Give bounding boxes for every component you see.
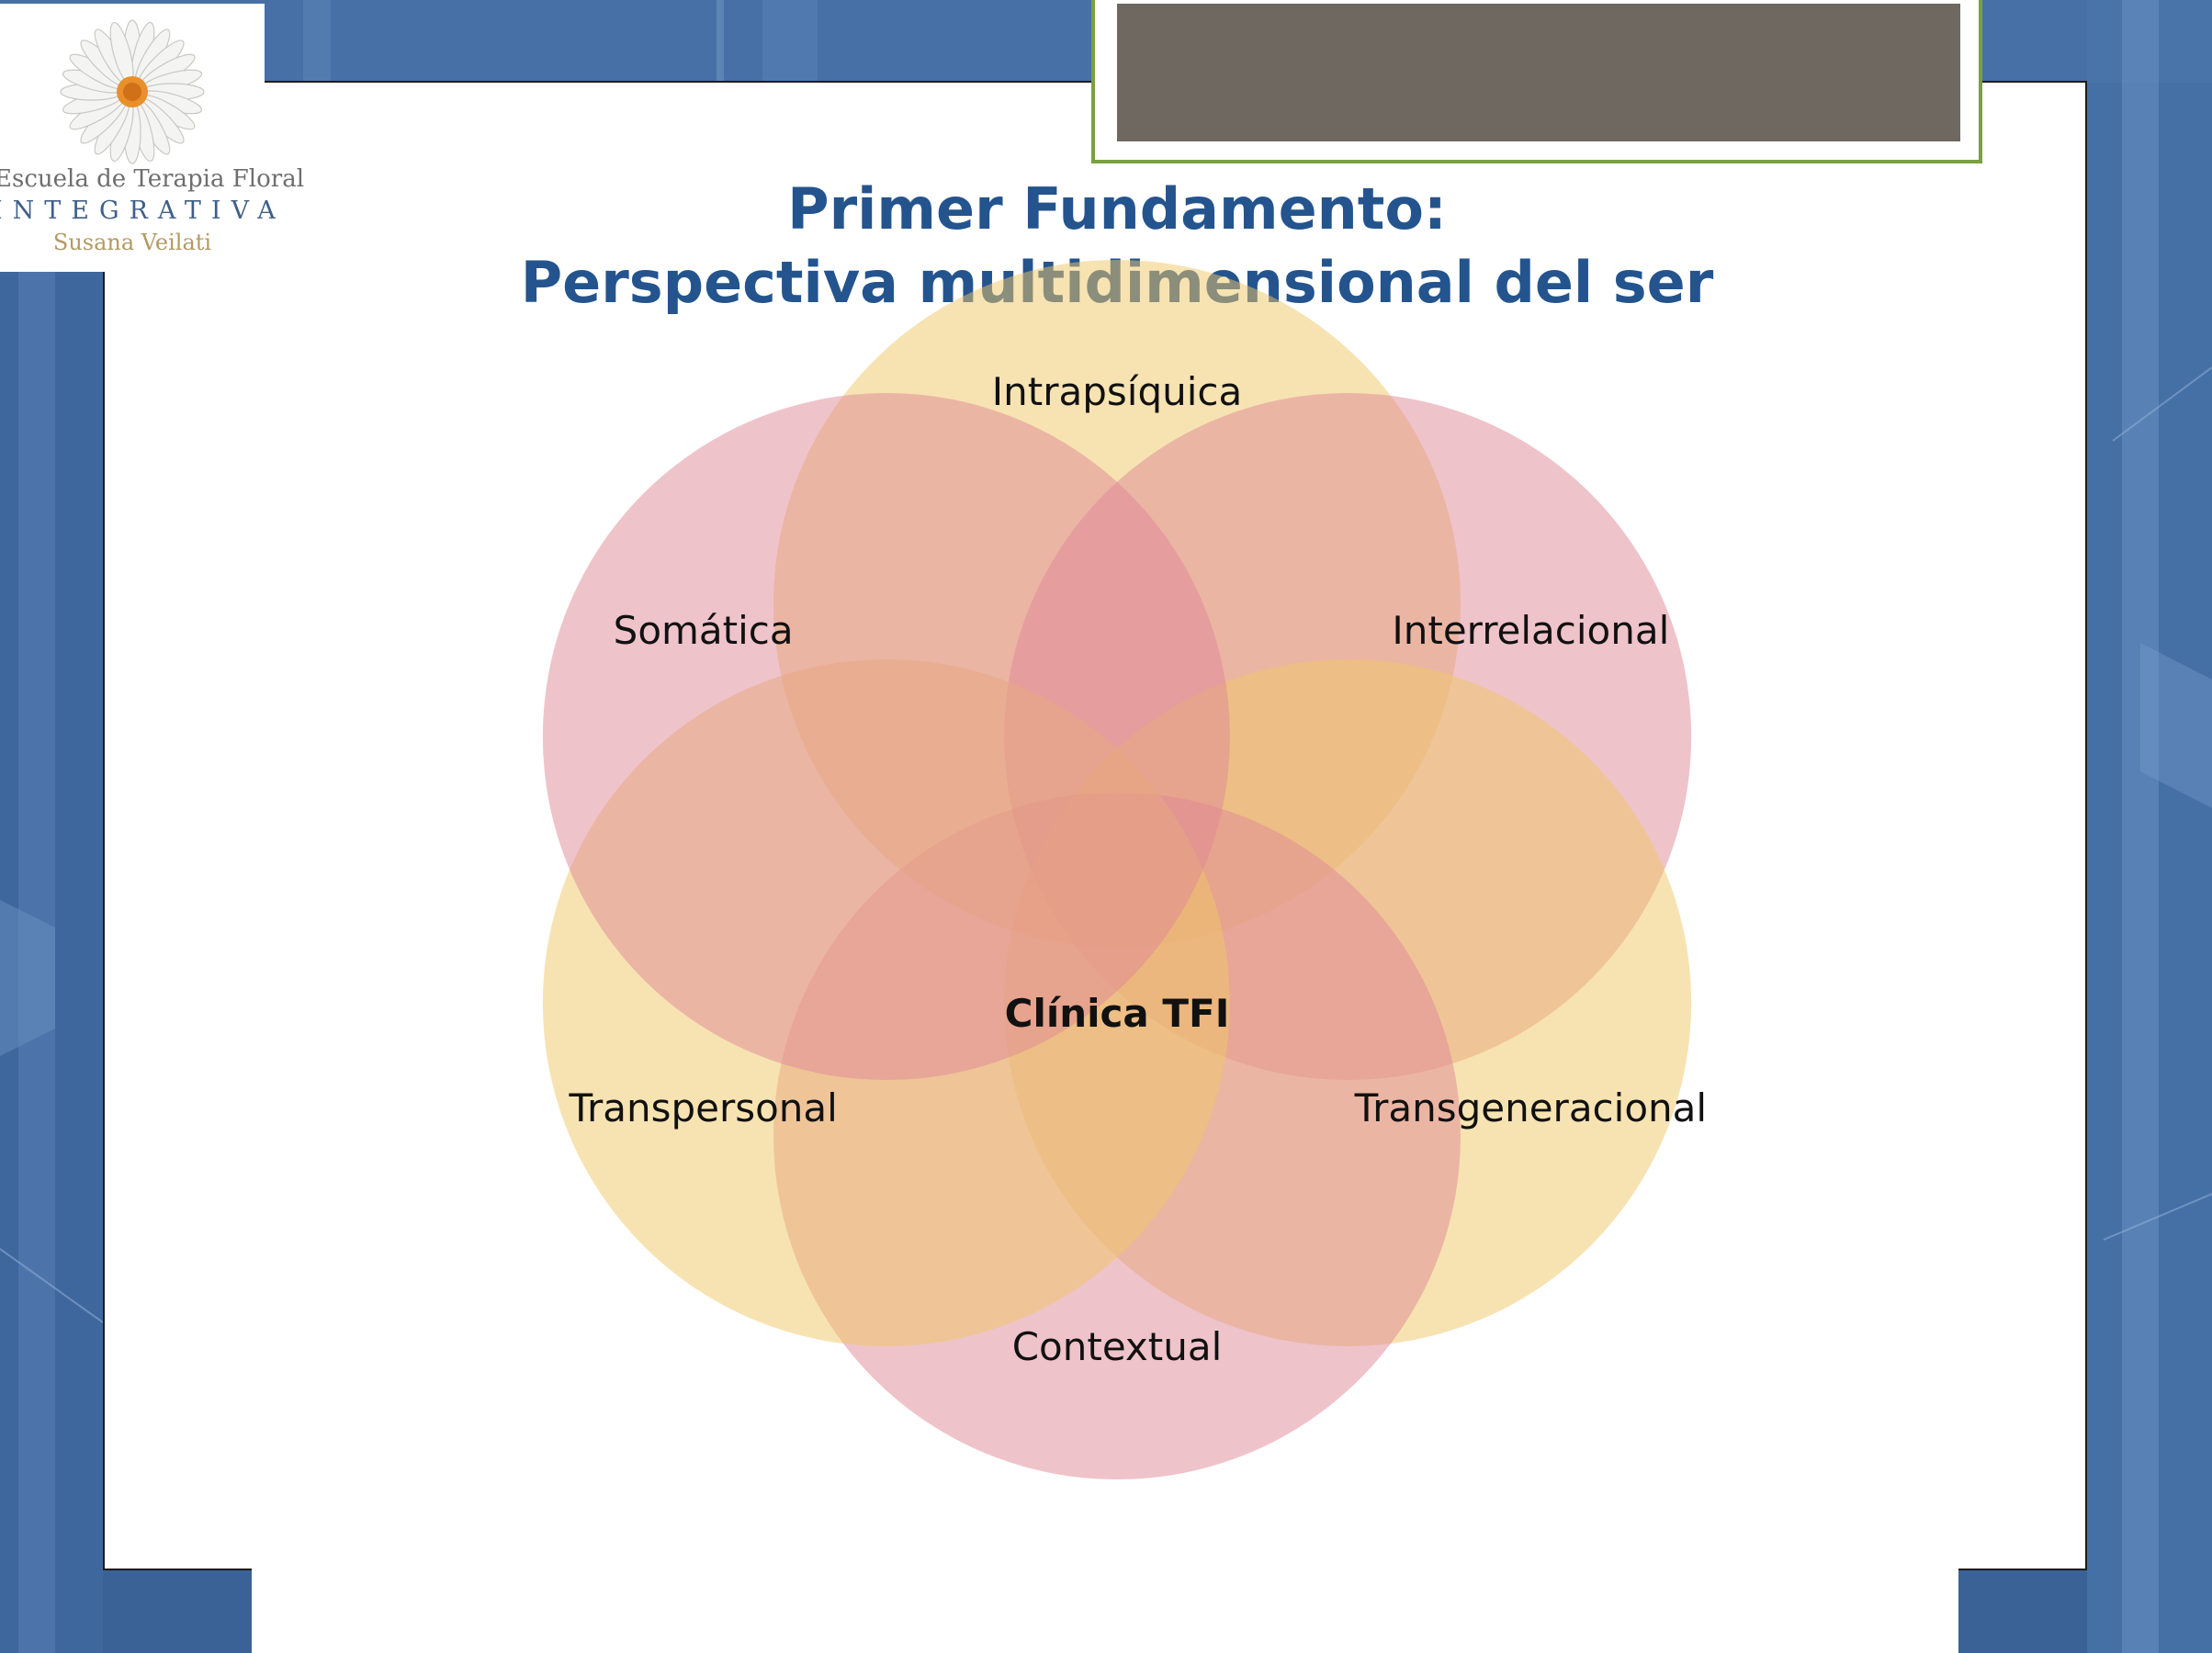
- logo-founder-name: Susana Veilati: [52, 230, 212, 255]
- center-label: Clínica TFI: [1004, 991, 1230, 1036]
- label-contextual: Contextual: [1011, 1324, 1223, 1369]
- title-line-1: Primer Fundamento:: [787, 175, 1447, 242]
- label-somatica: Somática: [613, 608, 794, 653]
- label-transpersonal: Transpersonal: [569, 1085, 838, 1130]
- label-interrelacional: Interrelacional: [1392, 608, 1670, 653]
- bottom-band: [252, 1569, 1958, 1653]
- label-intrapsiquica: Intrapsíquica: [991, 369, 1243, 414]
- logo-school-name: Escuela de Terapia Floral: [0, 165, 305, 193]
- logo-integrativa: INTEGRATIVA: [0, 197, 286, 225]
- photo-frame: [1091, 0, 1982, 163]
- circle-somatica: [542, 393, 1230, 1080]
- label-transgeneracional: Transgeneracional: [1354, 1085, 1708, 1130]
- header-photo: [1117, 4, 1960, 141]
- daisy-icon: [60, 19, 205, 164]
- school-logo: Escuela de Terapia Floral INTEGRATIVA Su…: [0, 4, 304, 272]
